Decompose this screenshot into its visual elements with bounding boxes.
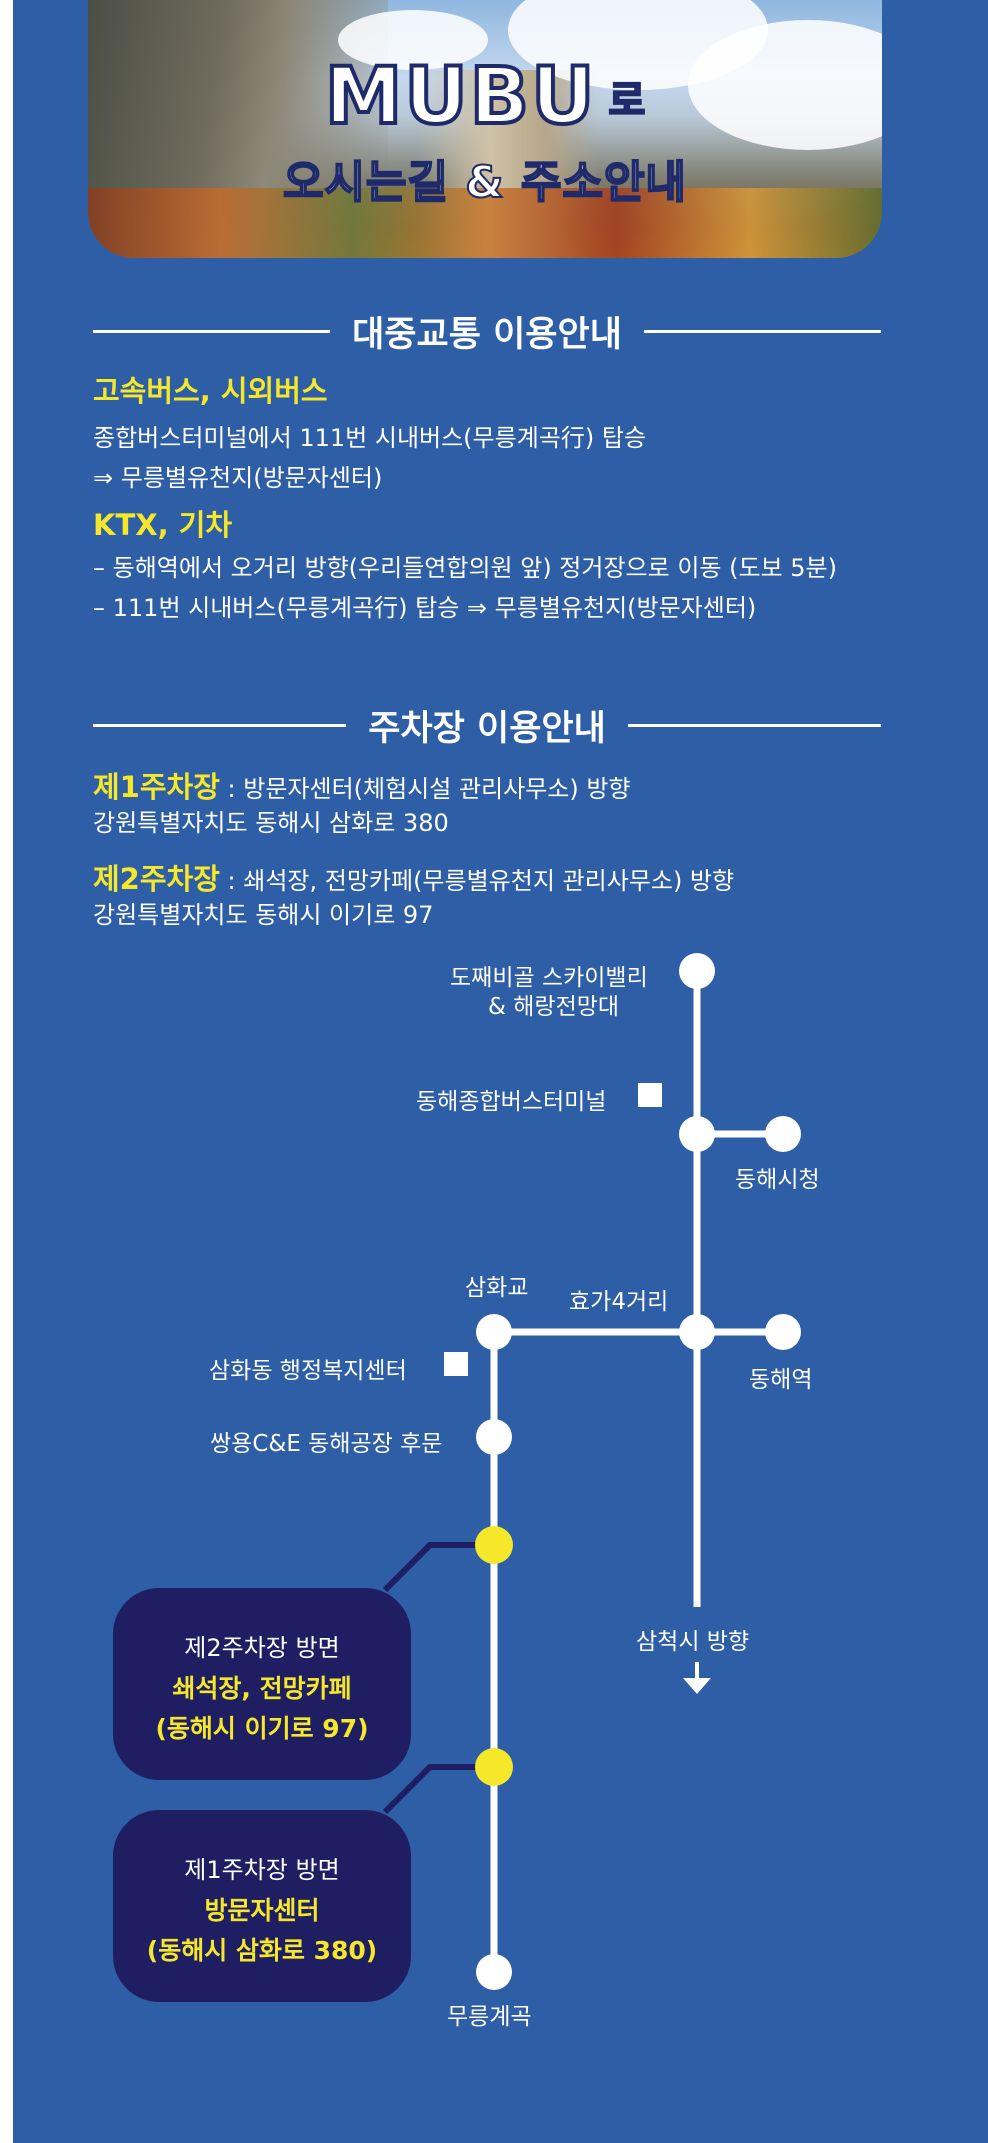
label-mureung: 무릉계곡	[447, 2004, 532, 2030]
parking-heading: 주차장 이용안내	[93, 700, 881, 750]
label-samhwa-bridge: 삼화교	[465, 1275, 529, 1301]
label-bus-terminal: 동해종합버스터미널	[416, 1089, 607, 1115]
parking-lot-1-desc: : 방문자센터(체험시설 관리사무소) 방향	[219, 775, 631, 803]
bus-title: 고속버스, 시외버스	[93, 374, 328, 408]
label-ssangyong: 쌍용C&E 동해공장 후문	[210, 1431, 443, 1457]
hero-cloud	[338, 10, 488, 70]
label-hyoga: 효가4거리	[569, 1289, 669, 1315]
lot1-bubble-line3: (동해시 삼화로 380)	[146, 1936, 378, 1965]
parking-lot-2-address: 강원특별자치도 동해시 이기로 97	[93, 901, 434, 929]
train-line-2: – 111번 시내버스(무릉계곡行) 탑승 ⇒ 무릉별유천지(방문자센터)	[93, 594, 757, 622]
train-title: KTX, 기차	[93, 508, 233, 542]
heading-rule-right	[627, 723, 881, 727]
lot2-bubble-line3: (동해시 이기로 97)	[155, 1714, 369, 1743]
heading-rule-right	[643, 329, 882, 333]
bus-line-2: ⇒ 무릉별유천지(방문자센터)	[93, 464, 383, 492]
lot2-bubble-line1: 제2주차장 방면	[184, 1634, 340, 1662]
parking-lot-2-label: 제2주차장	[93, 862, 220, 896]
mubu-logo-suffix: 로	[607, 77, 646, 125]
parking-lot-2-desc: : 쇄석장, 전망카페(무릉별유천지 관리사무소) 방향	[219, 867, 735, 895]
label-samhwa-center: 삼화동 행정복지센터	[209, 1358, 407, 1384]
hero-cloud	[688, 20, 882, 150]
parking-lot-2-row: 제2주차장 : 쇄석장, 전망카페(무릉별유천지 관리사무소) 방향	[93, 856, 734, 898]
label-dokkaebi: 도째비골 스카이밸리	[450, 965, 648, 991]
hero-autumn-foliage	[88, 188, 882, 258]
label-dokkaebi-2: & 해랑전망대	[488, 994, 620, 1020]
heading-rule-left	[93, 329, 331, 333]
mubu-logo: MUBU	[323, 52, 597, 142]
lot1-bubble-line2: 방문자센터	[204, 1896, 320, 1925]
parking-lot-1-bubble: 제1주차장 방면 방문자센터 (동해시 삼화로 380)	[113, 1810, 411, 2002]
parking-lot-1-label: 제1주차장	[93, 770, 220, 804]
hero-subtitle: 오시는길 & 주소안내	[282, 156, 687, 209]
parking-lot-1-row: 제1주차장 : 방문자센터(체험시설 관리사무소) 방향	[93, 764, 631, 806]
parking-heading-text: 주차장 이용안내	[368, 708, 606, 749]
train-line-1: – 동해역에서 오거리 방향(우리들연합의원 앞) 정거장으로 이동 (도보 5…	[93, 554, 837, 582]
heading-rule-left	[93, 723, 347, 727]
lot2-bubble-line2: 쇄석장, 전망카페	[172, 1674, 352, 1703]
label-city-hall: 동해시청	[735, 1167, 820, 1193]
label-donghae-station: 동해역	[749, 1367, 813, 1393]
transit-heading-text: 대중교통 이용안내	[352, 314, 622, 355]
label-samcheok: 삼척시 방향	[636, 1629, 750, 1655]
bus-line-1: 종합버스터미널에서 111번 시내버스(무릉계곡行) 탑승	[93, 424, 647, 452]
parking-lot-2-bubble: 제2주차장 방면 쇄석장, 전망카페 (동해시 이기로 97)	[113, 1588, 411, 1780]
transit-heading: 대중교통 이용안내	[93, 306, 882, 356]
parking-lot-1-address: 강원특별자치도 동해시 삼화로 380	[93, 809, 449, 837]
lot1-bubble-line1: 제1주차장 방면	[184, 1856, 340, 1884]
